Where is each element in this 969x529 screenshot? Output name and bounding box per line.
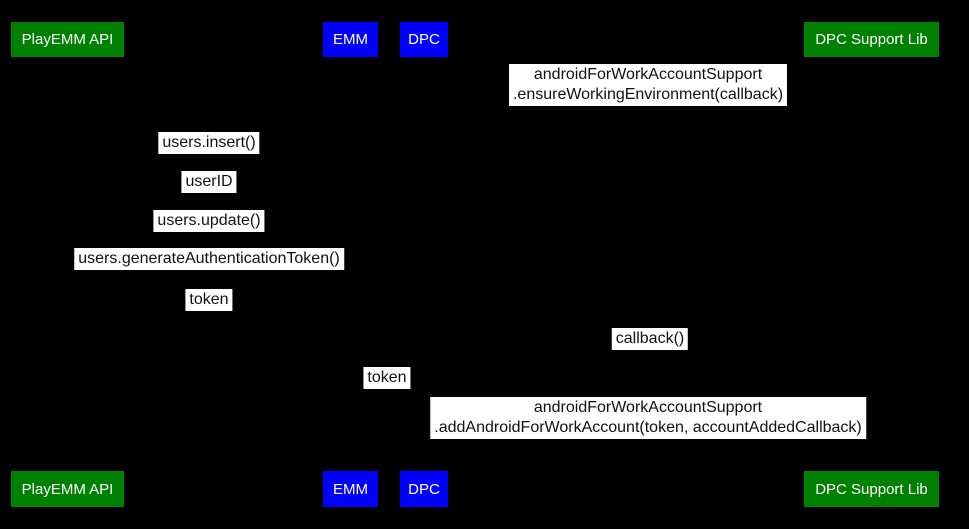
message-line: users.insert() [162,134,256,151]
message-line: androidForWorkAccountSupport [533,66,763,83]
message-line: users.generateAuthenticationToken() [78,250,340,267]
message-users-insert: users.insert() [158,132,260,154]
message-ensure-working-environment: androidForWorkAccountSupport .ensureWork… [508,64,788,106]
actor-bottom-emm: EMM [323,471,378,507]
message-callback: callback() [611,328,689,350]
actor-top-emm: EMM [323,22,378,57]
message-users-update: users.update() [153,210,265,232]
message-line: token [189,291,229,308]
message-line: .addAndroidForWorkAccount(token, account… [434,419,862,436]
message-token-to-playemm: token [185,289,233,311]
message-userid: userID [181,171,237,193]
message-line: androidForWorkAccountSupport [533,399,763,416]
actor-top-playemm-api: PlayEMM API [11,22,124,57]
actor-bottom-playemm-api: PlayEMM API [11,471,124,507]
message-token-to-dpc: token [363,367,411,389]
message-line: .ensureWorkingEnvironment(callback) [512,86,784,103]
actor-top-dpc-support-lib: DPC Support Lib [804,22,939,57]
message-line: callback() [615,330,685,347]
message-line: users.update() [157,212,261,229]
message-add-android-for-work-account: androidForWorkAccountSupport .addAndroid… [430,397,866,439]
actor-bottom-dpc: DPC [400,471,448,507]
message-generate-authentication-token: users.generateAuthenticationToken() [74,248,344,270]
actor-bottom-dpc-support-lib: DPC Support Lib [804,471,939,507]
actor-top-dpc: DPC [400,22,448,57]
message-line: userID [185,173,233,190]
message-line: token [367,369,407,386]
